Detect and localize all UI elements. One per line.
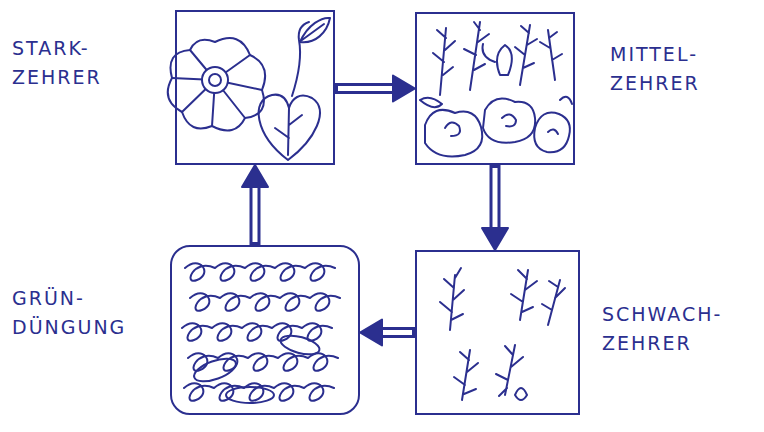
arrow-shaft	[490, 165, 501, 230]
sketch-stroke	[182, 323, 332, 341]
sketch-stroke	[483, 44, 512, 75]
arrow-shaft	[380, 327, 415, 338]
bed-label: SCHWACH- ZEHRER	[602, 300, 752, 359]
bed-label-text: SCHWACH- ZEHRER	[602, 300, 752, 359]
sketch-stroke	[511, 270, 537, 320]
sketch-stroke	[259, 95, 320, 160]
arrow-shaft-hollow	[253, 185, 258, 242]
medium-feeder-bed: MITTEL- ZEHRER	[415, 12, 575, 165]
sketch-stroke	[275, 108, 302, 155]
sketch-stroke	[191, 354, 239, 386]
arrow-head	[360, 320, 382, 346]
sketch-stroke	[168, 38, 265, 130]
sketch-stroke	[454, 350, 478, 400]
arrow-shaft	[335, 83, 395, 94]
sketch-stroke	[172, 50, 262, 126]
bed-label-text: STARK- ZEHRER	[12, 34, 162, 93]
green-manure-scribble	[182, 263, 340, 403]
sketch-stroke	[540, 30, 562, 80]
sketch-stroke	[226, 387, 274, 403]
cycle-arrow	[482, 165, 508, 250]
cycle-arrow	[335, 76, 415, 102]
cycle-arrow	[360, 320, 415, 346]
arrow-shaft-hollow	[338, 86, 395, 91]
sketch-stroke	[184, 383, 334, 401]
sketch-stroke	[190, 293, 340, 311]
bed-label: STARK- ZEHRER	[12, 34, 162, 93]
sketch-stroke	[420, 97, 572, 107]
bed-label-text: MITTEL- ZEHRER	[610, 40, 760, 99]
sketch-stroke	[425, 110, 482, 157]
arrow-head	[482, 228, 508, 250]
sketch-stroke	[483, 98, 535, 142]
bed-label-text: GRÜN- DÜNGUNG	[12, 284, 162, 343]
bed-label: MITTEL- ZEHRER	[610, 40, 760, 99]
sketch-stroke	[185, 263, 335, 281]
sketch-stroke	[433, 28, 455, 95]
sketch-stroke	[515, 25, 537, 85]
sketch-stroke	[279, 332, 322, 358]
arrow-head	[242, 165, 268, 187]
herb-and-lettuce-bed	[420, 22, 572, 157]
cycle-arrow	[242, 165, 268, 245]
green-manure-bed: GRÜN- DÜNGUNG	[170, 245, 360, 415]
pumpkin-flower	[168, 18, 330, 160]
sketch-stroke	[440, 268, 464, 330]
heavy-feeder-bed: STARK- ZEHRER	[175, 10, 335, 165]
arrow-head	[393, 76, 415, 102]
sketch-stroke	[515, 388, 527, 400]
arrow-shaft-hollow	[493, 168, 498, 230]
sketch-stroke	[542, 280, 565, 325]
arrow-shaft-hollow	[380, 330, 412, 335]
sketch-stroke	[292, 22, 309, 96]
bed-label: GRÜN- DÜNGUNG	[12, 284, 162, 343]
sketch-stroke	[300, 18, 330, 42]
sketch-stroke	[202, 67, 228, 93]
arrow-shaft	[250, 185, 261, 245]
sketch-stroke	[534, 113, 570, 153]
rosemary-sprigs	[440, 268, 565, 400]
light-feeder-bed: SCHWACH- ZEHRER	[415, 250, 580, 415]
sketch-stroke	[209, 74, 221, 86]
